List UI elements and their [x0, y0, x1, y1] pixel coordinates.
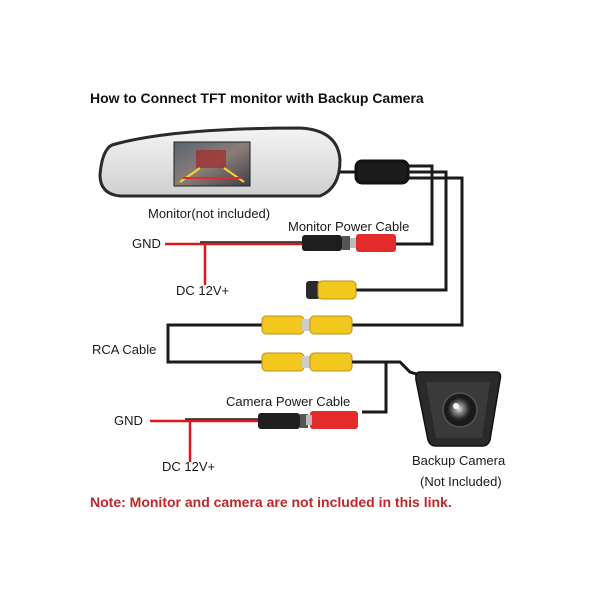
dc-label-bottom: DC 12V+: [162, 459, 216, 474]
disclaimer-note: Note: Monitor and camera are not include…: [90, 494, 452, 510]
not-included-label: (Not Included): [420, 474, 502, 489]
dc-label-top: DC 12V+: [176, 283, 230, 298]
monitor-rca-connector: [306, 280, 357, 300]
diagram-title: How to Connect TFT monitor with Backup C…: [90, 90, 424, 106]
camera-power-cable-label: Camera Power Cable: [226, 394, 351, 409]
gnd-label-top: GND: [132, 236, 161, 251]
gnd-label-bottom: GND: [114, 413, 143, 428]
mirror-monitor: [98, 126, 342, 198]
rca-cable-bottom: [261, 352, 353, 372]
backup-camera-label: Backup Camera: [412, 453, 506, 468]
monitor-power-cable-label: Monitor Power Cable: [288, 219, 410, 234]
rca-cable-label: RCA Cable: [92, 342, 157, 357]
backup-camera-icon: [415, 371, 502, 447]
monitor-harness: [166, 159, 464, 414]
screen-car-image: [196, 150, 226, 168]
monitor-power-cable: [302, 234, 396, 252]
rca-cable-top: [261, 315, 353, 335]
monitor-label: Monitor(not included): [148, 206, 271, 221]
camera-power-cable: [258, 411, 358, 429]
